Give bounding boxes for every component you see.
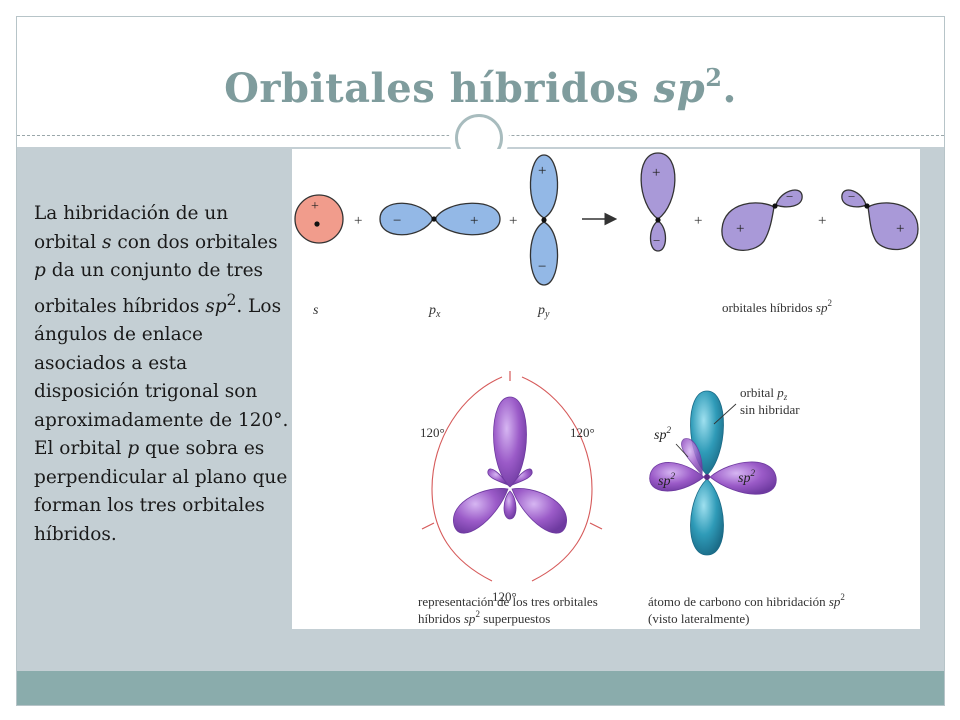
label-sp2-right: sp2 (738, 468, 755, 486)
plus-sign: + (736, 221, 744, 237)
plus-operator: + (694, 213, 702, 229)
plus-sign: + (470, 213, 478, 229)
plus-sign: + (538, 163, 546, 179)
minus-sign: − (393, 213, 401, 229)
trigonal-representation: 120° 120° 120° (420, 371, 603, 604)
angle-label-left: 120° (420, 425, 445, 440)
label-pz-line2: sin hibridar (740, 402, 800, 417)
minus-sign: − (848, 189, 855, 204)
plus-sign: + (896, 221, 904, 237)
label-px: px (428, 303, 441, 320)
hybrid-orbital-up: + − (640, 152, 676, 252)
plus-operator: + (818, 213, 826, 229)
angle-label-right: 120° (570, 425, 595, 440)
label-pz-line1: orbital pz (740, 385, 788, 402)
minus-sign: − (538, 259, 546, 275)
hybrid-orbital-left: + − (721, 189, 803, 251)
py-orbital: + − (529, 154, 559, 286)
minus-sign: − (653, 233, 660, 248)
label-hybrid-orbitals: orbitales híbridos sp2 (722, 298, 832, 315)
carbon-sp2-side-view (649, 390, 777, 556)
title-area: Orbitales híbridos sp2. (17, 17, 944, 135)
plus-sign: + (652, 165, 660, 181)
plus-sign: + (311, 199, 319, 214)
angle-label-bottom: 120° (492, 589, 517, 604)
label-sp2-upper-left: sp2 (654, 425, 671, 443)
plus-operator: + (354, 213, 362, 229)
minus-sign: − (786, 189, 793, 204)
hybrid-orbital-right: − + (841, 189, 919, 251)
px-orbital: − + (379, 202, 501, 236)
slide-title: Orbitales híbridos sp2. (224, 63, 737, 112)
caption-carbon-line1: átomo de carbono con hibridación sp2 (648, 592, 845, 609)
caption-trigonal-line2: híbridos sp2 superpuestos (418, 609, 550, 626)
label-s: s (313, 303, 319, 318)
caption-carbon-line2: (visto lateralmente) (648, 611, 749, 626)
label-sp2-left: sp2 (658, 471, 675, 489)
body-text: La hibridación de un orbital s con dos o… (34, 203, 289, 545)
orbital-diagram: + + − + + + − + − + (292, 149, 920, 629)
caption-trigonal-line1: representación de los tres orbitales (418, 594, 598, 609)
footer-bar (17, 671, 944, 705)
s-orbital: + (294, 194, 344, 244)
label-py: py (537, 303, 550, 320)
plus-operator: + (509, 213, 517, 229)
